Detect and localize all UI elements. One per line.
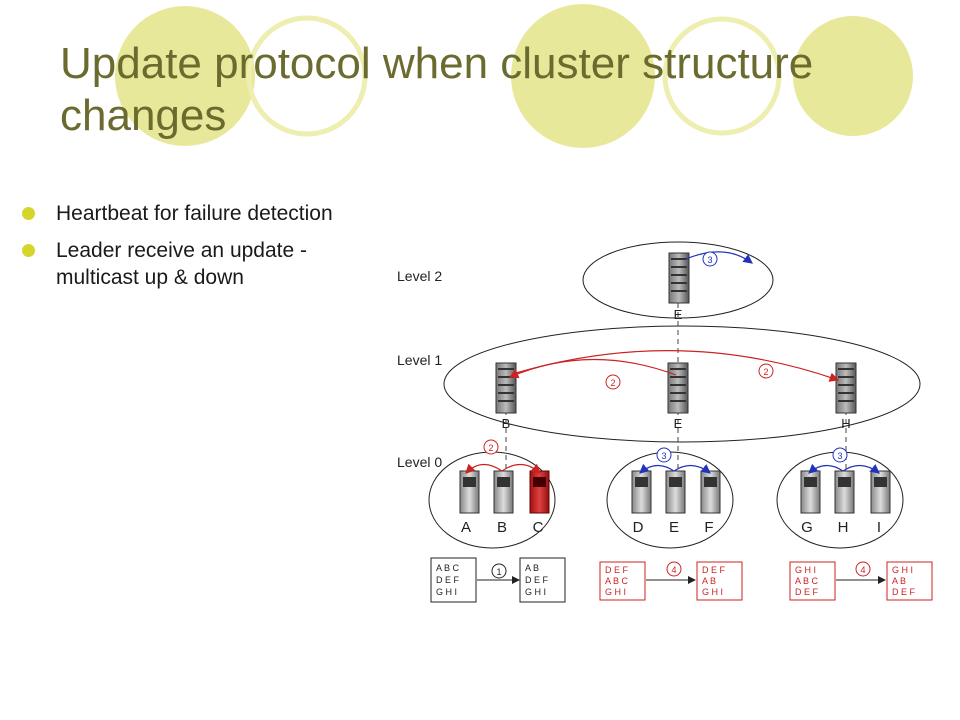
deco-circle-filled-2 (511, 4, 655, 148)
step-marker: 3 (702, 251, 718, 267)
svg-text:2: 2 (610, 378, 615, 388)
table-row: D E F (436, 575, 460, 585)
server-icon (493, 470, 514, 514)
update-arrow (639, 463, 675, 474)
table-row: A B (525, 563, 539, 573)
bullet-item: Heartbeat for failure detection (22, 200, 372, 227)
update-arrow (508, 358, 677, 379)
bullet-text: Leader receive an update - multicast up … (56, 239, 308, 289)
table-row: D E F (605, 565, 629, 575)
rack-server-icon (835, 362, 857, 414)
decorative-circles (115, 4, 913, 148)
bullet-dot-icon (22, 244, 35, 257)
table-row: D E F (525, 575, 549, 585)
step-marker: 2 (605, 374, 621, 390)
deco-circle-ring-2 (662, 16, 782, 136)
node-label: D (633, 519, 644, 536)
svg-text:2: 2 (763, 367, 768, 377)
node-label: E (674, 307, 683, 322)
table-row: G H I (795, 565, 816, 575)
level2-cluster-ellipse (582, 241, 774, 319)
step-marker: 2 (758, 363, 774, 379)
table-row: A B C (436, 563, 460, 573)
server-icon (870, 470, 891, 514)
rack-server-icon (667, 362, 689, 414)
update-arrow (842, 464, 880, 474)
svg-text:3: 3 (837, 451, 842, 461)
node-label: E (674, 416, 683, 431)
node-label: H (838, 519, 849, 536)
failed-server-icon (529, 470, 550, 514)
membership-table-group: A B C D E F G H I 1 A B D E F G H I (430, 557, 566, 603)
update-arrow (685, 251, 753, 264)
node-label: E (669, 519, 679, 536)
table-row: G H I (436, 587, 457, 597)
server-icon (459, 470, 480, 514)
level1-cluster-ellipse (443, 325, 921, 443)
table-row: G H I (605, 587, 626, 597)
rack-server-icon (668, 252, 690, 304)
table-row: D E F (892, 587, 916, 597)
update-arrow (673, 464, 711, 474)
table-row: A B (702, 576, 716, 586)
step-marker: 2 (483, 439, 499, 455)
server-icon (834, 470, 855, 514)
step-marker: 1 (496, 567, 501, 577)
step-marker: 4 (860, 565, 865, 575)
svg-text:2: 2 (488, 443, 493, 453)
table-row: G H I (892, 565, 913, 575)
cluster-diagram: Level 2 Level 1 Level 0 E B E H A B C (397, 241, 933, 603)
table-row: A B C (795, 576, 819, 586)
server-icon (665, 470, 686, 514)
deco-circle-filled-1 (115, 6, 255, 146)
bullet-list: Heartbeat for failure detection Leader r… (22, 200, 372, 301)
bullet-text: Heartbeat for failure detection (56, 202, 333, 225)
node-label: G (801, 519, 813, 536)
table-row: A B (892, 576, 906, 586)
step-marker: 3 (656, 447, 672, 463)
level-label-2: Level 2 (397, 268, 442, 284)
server-icon (800, 470, 821, 514)
deco-circle-ring-1 (246, 15, 368, 137)
server-icon (631, 470, 652, 514)
bullet-item: Leader receive an update - multicast up … (22, 237, 372, 291)
table-row: G H I (525, 587, 546, 597)
table-row: D E F (702, 565, 726, 575)
node-label: I (877, 519, 881, 536)
update-arrow (465, 463, 503, 474)
svg-text:3: 3 (661, 451, 666, 461)
update-arrow (501, 463, 541, 474)
rack-server-icon (495, 362, 517, 414)
table-row: A B C (605, 576, 629, 586)
level-label-0: Level 0 (397, 454, 442, 470)
level-label-1: Level 1 (397, 352, 442, 368)
node-label: C (533, 519, 544, 536)
server-icon (700, 470, 721, 514)
update-arrow (808, 463, 844, 474)
membership-table-group: G H I A B C D E F 4 G H I A B D E F (789, 561, 933, 601)
bullet-dot-icon (22, 207, 35, 220)
step-marker: 3 (832, 447, 848, 463)
slide-title: Update protocol when cluster structure c… (60, 39, 814, 140)
step-marker: 4 (671, 565, 676, 575)
membership-table-group: D E F A B C G H I 4 D E F A B G H I (599, 561, 743, 601)
node-label: A (461, 519, 471, 536)
deco-circle-filled-3 (793, 16, 913, 136)
svg-text:3: 3 (707, 255, 712, 265)
node-label: B (497, 519, 507, 536)
table-row: G H I (702, 587, 723, 597)
node-label: B (502, 416, 511, 431)
node-label: H (841, 416, 850, 431)
table-row: D E F (795, 587, 819, 597)
node-label: F (704, 519, 713, 536)
